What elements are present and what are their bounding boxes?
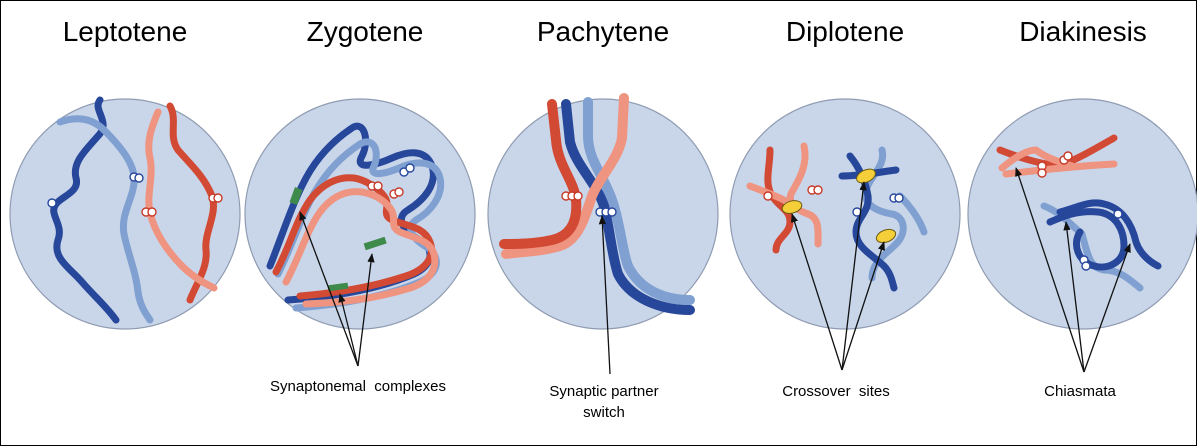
centromere [608, 208, 616, 216]
centromere [1082, 262, 1090, 270]
stage-title-zygotene: Zygotene [307, 16, 424, 47]
centromere [764, 192, 772, 200]
centromere [1064, 152, 1072, 160]
centromere [135, 174, 143, 182]
cell-circle-diplotene [730, 99, 960, 329]
centromere [895, 194, 903, 202]
cell-circle-zygotene [245, 99, 475, 329]
centromere [214, 194, 222, 202]
label-crossover-sites: Crossover sites [782, 383, 890, 400]
label-chiasmata: Chiasmata [1044, 383, 1116, 400]
stage-title-leptotene: Leptotene [63, 16, 188, 47]
centromere [814, 186, 822, 194]
label-synaptonemal-complexes: Synaptonemal complexes [270, 378, 446, 395]
centromere [374, 182, 382, 190]
diakinesis-cell [968, 99, 1197, 372]
centromere [406, 164, 414, 172]
pachytene-cell [488, 98, 718, 374]
stage-title-diplotene: Diplotene [786, 16, 904, 47]
stage-title-pachytene: Pachytene [537, 16, 669, 47]
label-synaptic-partner-switch-line1: Synaptic partner [549, 383, 658, 400]
label-synaptic-partner-switch-line2: switch [583, 404, 625, 421]
leptotene-cell [10, 99, 240, 329]
centromere [48, 199, 56, 207]
centromere [148, 208, 156, 216]
zygotene-cell [245, 99, 475, 366]
centromere [1038, 169, 1046, 177]
centromere [1114, 210, 1122, 218]
stage-title-diakinesis: Diakinesis [1019, 16, 1147, 47]
diplotene-cell [730, 99, 960, 370]
centromere [574, 192, 582, 200]
centromere [395, 188, 403, 196]
